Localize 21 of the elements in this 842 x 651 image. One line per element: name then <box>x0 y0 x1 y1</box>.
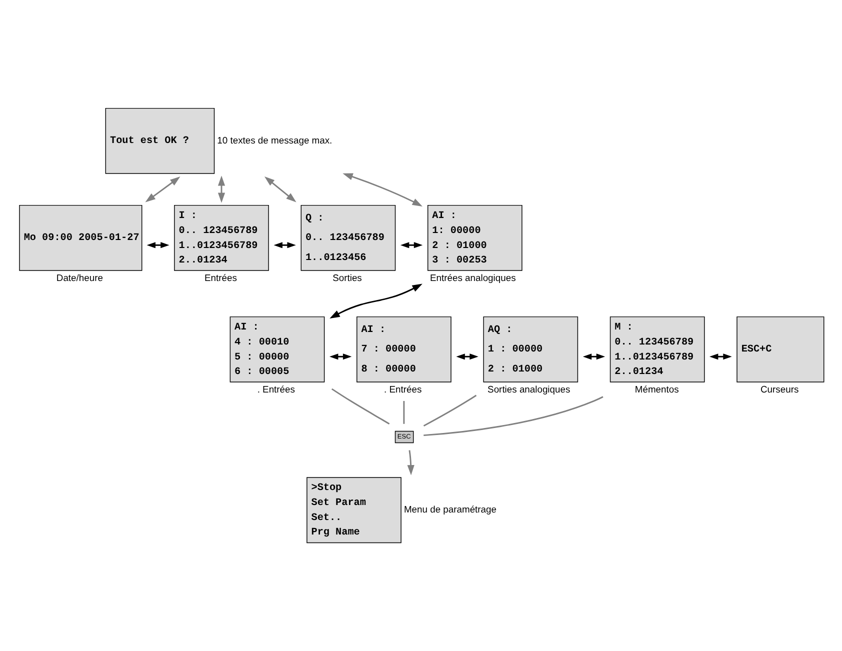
node-label: Menu de paramétrage <box>403 504 496 515</box>
node-label: 10 textes de message max. <box>216 134 332 146</box>
arrow <box>342 173 422 207</box>
node-label: . Entrées <box>256 383 294 394</box>
arrow <box>406 450 414 476</box>
node-label: . Entrées <box>384 383 422 394</box>
node-label: Sorties <box>332 272 362 283</box>
node-label: Sorties analogiques <box>487 383 570 394</box>
node-label: Mémentos <box>634 383 678 394</box>
connector <box>402 400 404 424</box>
node-label: Entrées <box>204 272 236 283</box>
node-label: Date/heure <box>56 272 102 283</box>
connector <box>330 388 390 425</box>
node-label: Entrées analogiques <box>430 272 516 283</box>
arrow <box>144 176 180 202</box>
connector <box>423 396 603 436</box>
arrow <box>329 284 422 318</box>
arrow <box>217 176 225 203</box>
node-label: Curseurs <box>760 383 798 394</box>
connector <box>422 394 476 427</box>
arrow <box>264 176 296 202</box>
